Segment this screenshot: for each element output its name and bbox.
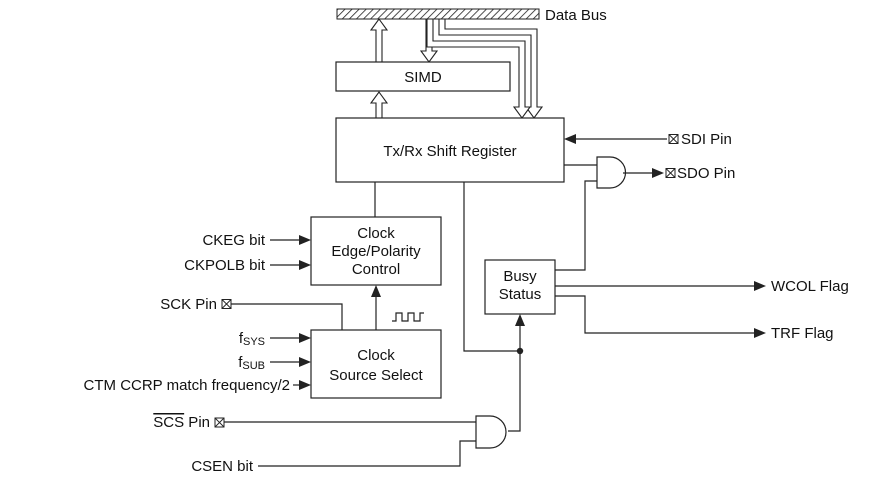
sdi-pin-marker <box>668 134 679 144</box>
bus-to-shift-register-arrow-inner <box>426 18 532 119</box>
ckpolb-bit-label: CKPOLB bit <box>184 257 266 274</box>
busy-status-line-2: Status <box>499 286 542 303</box>
clock-edge-line-2: Edge/Polarity <box>331 243 421 260</box>
shift-register-to-simd-arrow <box>369 91 389 119</box>
sdo-pin-label: SDO Pin <box>677 165 735 182</box>
sdo-pin-marker <box>665 168 676 178</box>
clock-waveform-icon <box>392 312 424 322</box>
ctm-ccrp-label: CTM CCRP match frequency/2 <box>84 377 290 394</box>
scs-csen-and-gate <box>475 415 507 449</box>
bus-to-shift-register-arrow <box>438 18 544 119</box>
sck-pin-label: SCK Pin <box>160 296 217 313</box>
scs-overline-text: SCS <box>153 414 184 431</box>
data-bus <box>336 8 540 20</box>
busy-status-block: Busy Status <box>484 259 556 315</box>
ckeg-bit-label: CKEG bit <box>202 232 265 249</box>
fsub-subscript: SUB <box>242 360 265 372</box>
scs-pin-label: SCS Pin <box>153 414 210 431</box>
clock-edge-polarity-block: Clock Edge/Polarity Control <box>310 216 442 286</box>
simd-label: SIMD <box>404 69 442 86</box>
csen-bit-label: CSEN bit <box>191 458 254 475</box>
busy-status-line-1: Busy <box>503 268 537 285</box>
fsys-label: fSYS <box>239 330 265 348</box>
shift-register-block: Tx/Rx Shift Register <box>335 117 565 183</box>
scs-pin-marker <box>214 417 225 428</box>
clock-edge-line-1: Clock <box>357 225 395 242</box>
simd-block: SIMD <box>335 61 511 92</box>
sdo-and-gate <box>596 156 627 189</box>
simd-to-bus-arrow <box>369 18 389 63</box>
shift-register-label: Tx/Rx Shift Register <box>383 143 516 160</box>
clock-edge-line-3: Control <box>352 261 400 278</box>
fsub-label: fSUB <box>238 354 265 372</box>
wcol-flag-label: WCOL Flag <box>771 278 849 295</box>
sdi-pin-label: SDI Pin <box>681 131 732 148</box>
clock-source-line-2: Source Select <box>329 367 423 384</box>
data-bus-label: Data Bus <box>545 7 607 24</box>
fsys-subscript: SYS <box>243 336 265 348</box>
sck-pin-marker <box>221 299 232 309</box>
clock-source-select-block: Clock Source Select <box>310 329 442 399</box>
trf-flag-label: TRF Flag <box>771 325 834 342</box>
clock-source-line-1: Clock <box>357 347 395 364</box>
